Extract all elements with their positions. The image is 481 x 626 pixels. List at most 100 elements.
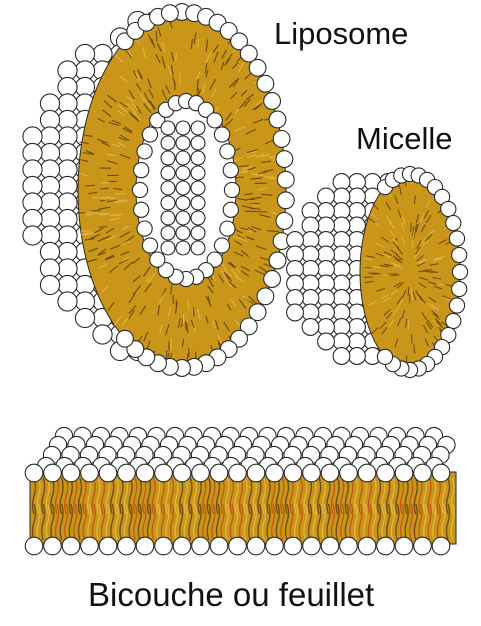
lipid-head — [395, 464, 413, 482]
lipid-tail — [364, 277, 373, 278]
lipid-head — [191, 151, 205, 165]
lipid-head — [81, 537, 99, 555]
lipid-head — [136, 464, 154, 482]
lipid-head — [161, 121, 175, 135]
lipid-head — [176, 196, 190, 210]
lipid-head — [210, 464, 228, 482]
lipid-head — [446, 313, 461, 328]
lipid-head — [333, 348, 350, 365]
lipid-head — [287, 304, 304, 321]
lipid-head — [25, 464, 43, 482]
lipid-head — [452, 264, 467, 279]
lipid-head — [191, 241, 205, 255]
lipid-head — [220, 221, 235, 236]
lipid-tail — [85, 185, 95, 186]
lipid-head — [273, 131, 290, 148]
lipid-head — [176, 211, 190, 225]
lipid-head — [247, 464, 265, 482]
lipid-tail — [198, 39, 199, 48]
lipid-head — [176, 226, 190, 240]
lipid-tail — [423, 270, 432, 271]
lipid-head — [340, 464, 358, 482]
lipid-head — [214, 127, 229, 142]
lipid-head — [377, 349, 392, 364]
lipid-head — [44, 464, 62, 482]
liposome-illustration — [23, 4, 294, 377]
lipid-head — [318, 333, 335, 350]
lipid-head — [264, 93, 281, 110]
lipid-head — [432, 464, 450, 482]
lipid-head — [161, 241, 175, 255]
lipid-head — [449, 231, 464, 246]
lipid-head — [132, 182, 147, 197]
lipid-head — [223, 163, 238, 178]
lipid-head — [284, 537, 302, 555]
lipid-head — [142, 238, 157, 253]
lipid-head — [161, 196, 175, 210]
lipid-head — [162, 5, 179, 22]
bilayer-sheet-illustration — [25, 427, 456, 554]
lipid-head — [93, 325, 112, 344]
lipid-head — [247, 537, 265, 555]
lipid-head — [191, 181, 205, 195]
lipid-head — [358, 537, 376, 555]
lipid-head — [321, 464, 339, 482]
bilayer-label: Bicouche ou feuillet — [88, 578, 374, 611]
lipid-tail — [372, 267, 381, 268]
lipid-head — [99, 537, 117, 555]
lipid-head — [161, 211, 175, 225]
lipid-head — [223, 202, 238, 217]
micelle-label: Micelle — [356, 123, 452, 154]
lipid-head — [452, 247, 467, 262]
lipid-head — [229, 537, 247, 555]
lipid-head — [176, 151, 190, 165]
lipid-tail — [239, 166, 249, 167]
lipid-head — [303, 464, 321, 482]
lipid-head — [161, 181, 175, 195]
lipid-head — [176, 166, 190, 180]
lipid-head — [191, 121, 205, 135]
lipid-head — [23, 226, 42, 245]
lipid-head — [276, 213, 293, 230]
lipid-tail — [364, 268, 373, 269]
lipid-head — [395, 537, 413, 555]
lipid-head — [99, 464, 117, 482]
lipid-head — [191, 196, 205, 210]
lipid-head — [176, 136, 190, 150]
lipid-head — [136, 537, 154, 555]
lipid-head — [257, 75, 274, 92]
lipid-head — [150, 252, 165, 267]
lipid-head — [161, 226, 175, 240]
lipid-head — [441, 201, 456, 216]
lipid-head — [276, 151, 293, 168]
lipid-head — [269, 111, 286, 128]
lipid-head — [62, 537, 80, 555]
lipid-tail — [183, 314, 184, 325]
lipid-head — [176, 241, 190, 255]
lipid-head — [377, 537, 395, 555]
lipid-tail — [189, 348, 190, 357]
lipid-head — [176, 121, 190, 135]
lipid-head — [40, 275, 59, 294]
lipid-head — [155, 464, 173, 482]
lipid-head — [377, 464, 395, 482]
lipid-head — [284, 464, 302, 482]
lipid-head — [75, 308, 94, 327]
lipid-head — [207, 113, 222, 128]
lipid-head — [449, 298, 464, 313]
lipid-tail — [194, 307, 195, 316]
lipid-head — [137, 221, 152, 236]
lipid-head — [266, 537, 284, 555]
lipid-head — [117, 330, 134, 347]
lipid-head — [44, 537, 62, 555]
lipid-head — [134, 202, 149, 217]
lipid-head — [340, 537, 358, 555]
lipid-head — [192, 537, 210, 555]
lipid-head — [229, 464, 247, 482]
lipid-head — [161, 166, 175, 180]
lipid-head — [191, 226, 205, 240]
lipid-head — [220, 144, 235, 159]
lipid-head — [142, 127, 157, 142]
lipid-head — [269, 252, 286, 269]
